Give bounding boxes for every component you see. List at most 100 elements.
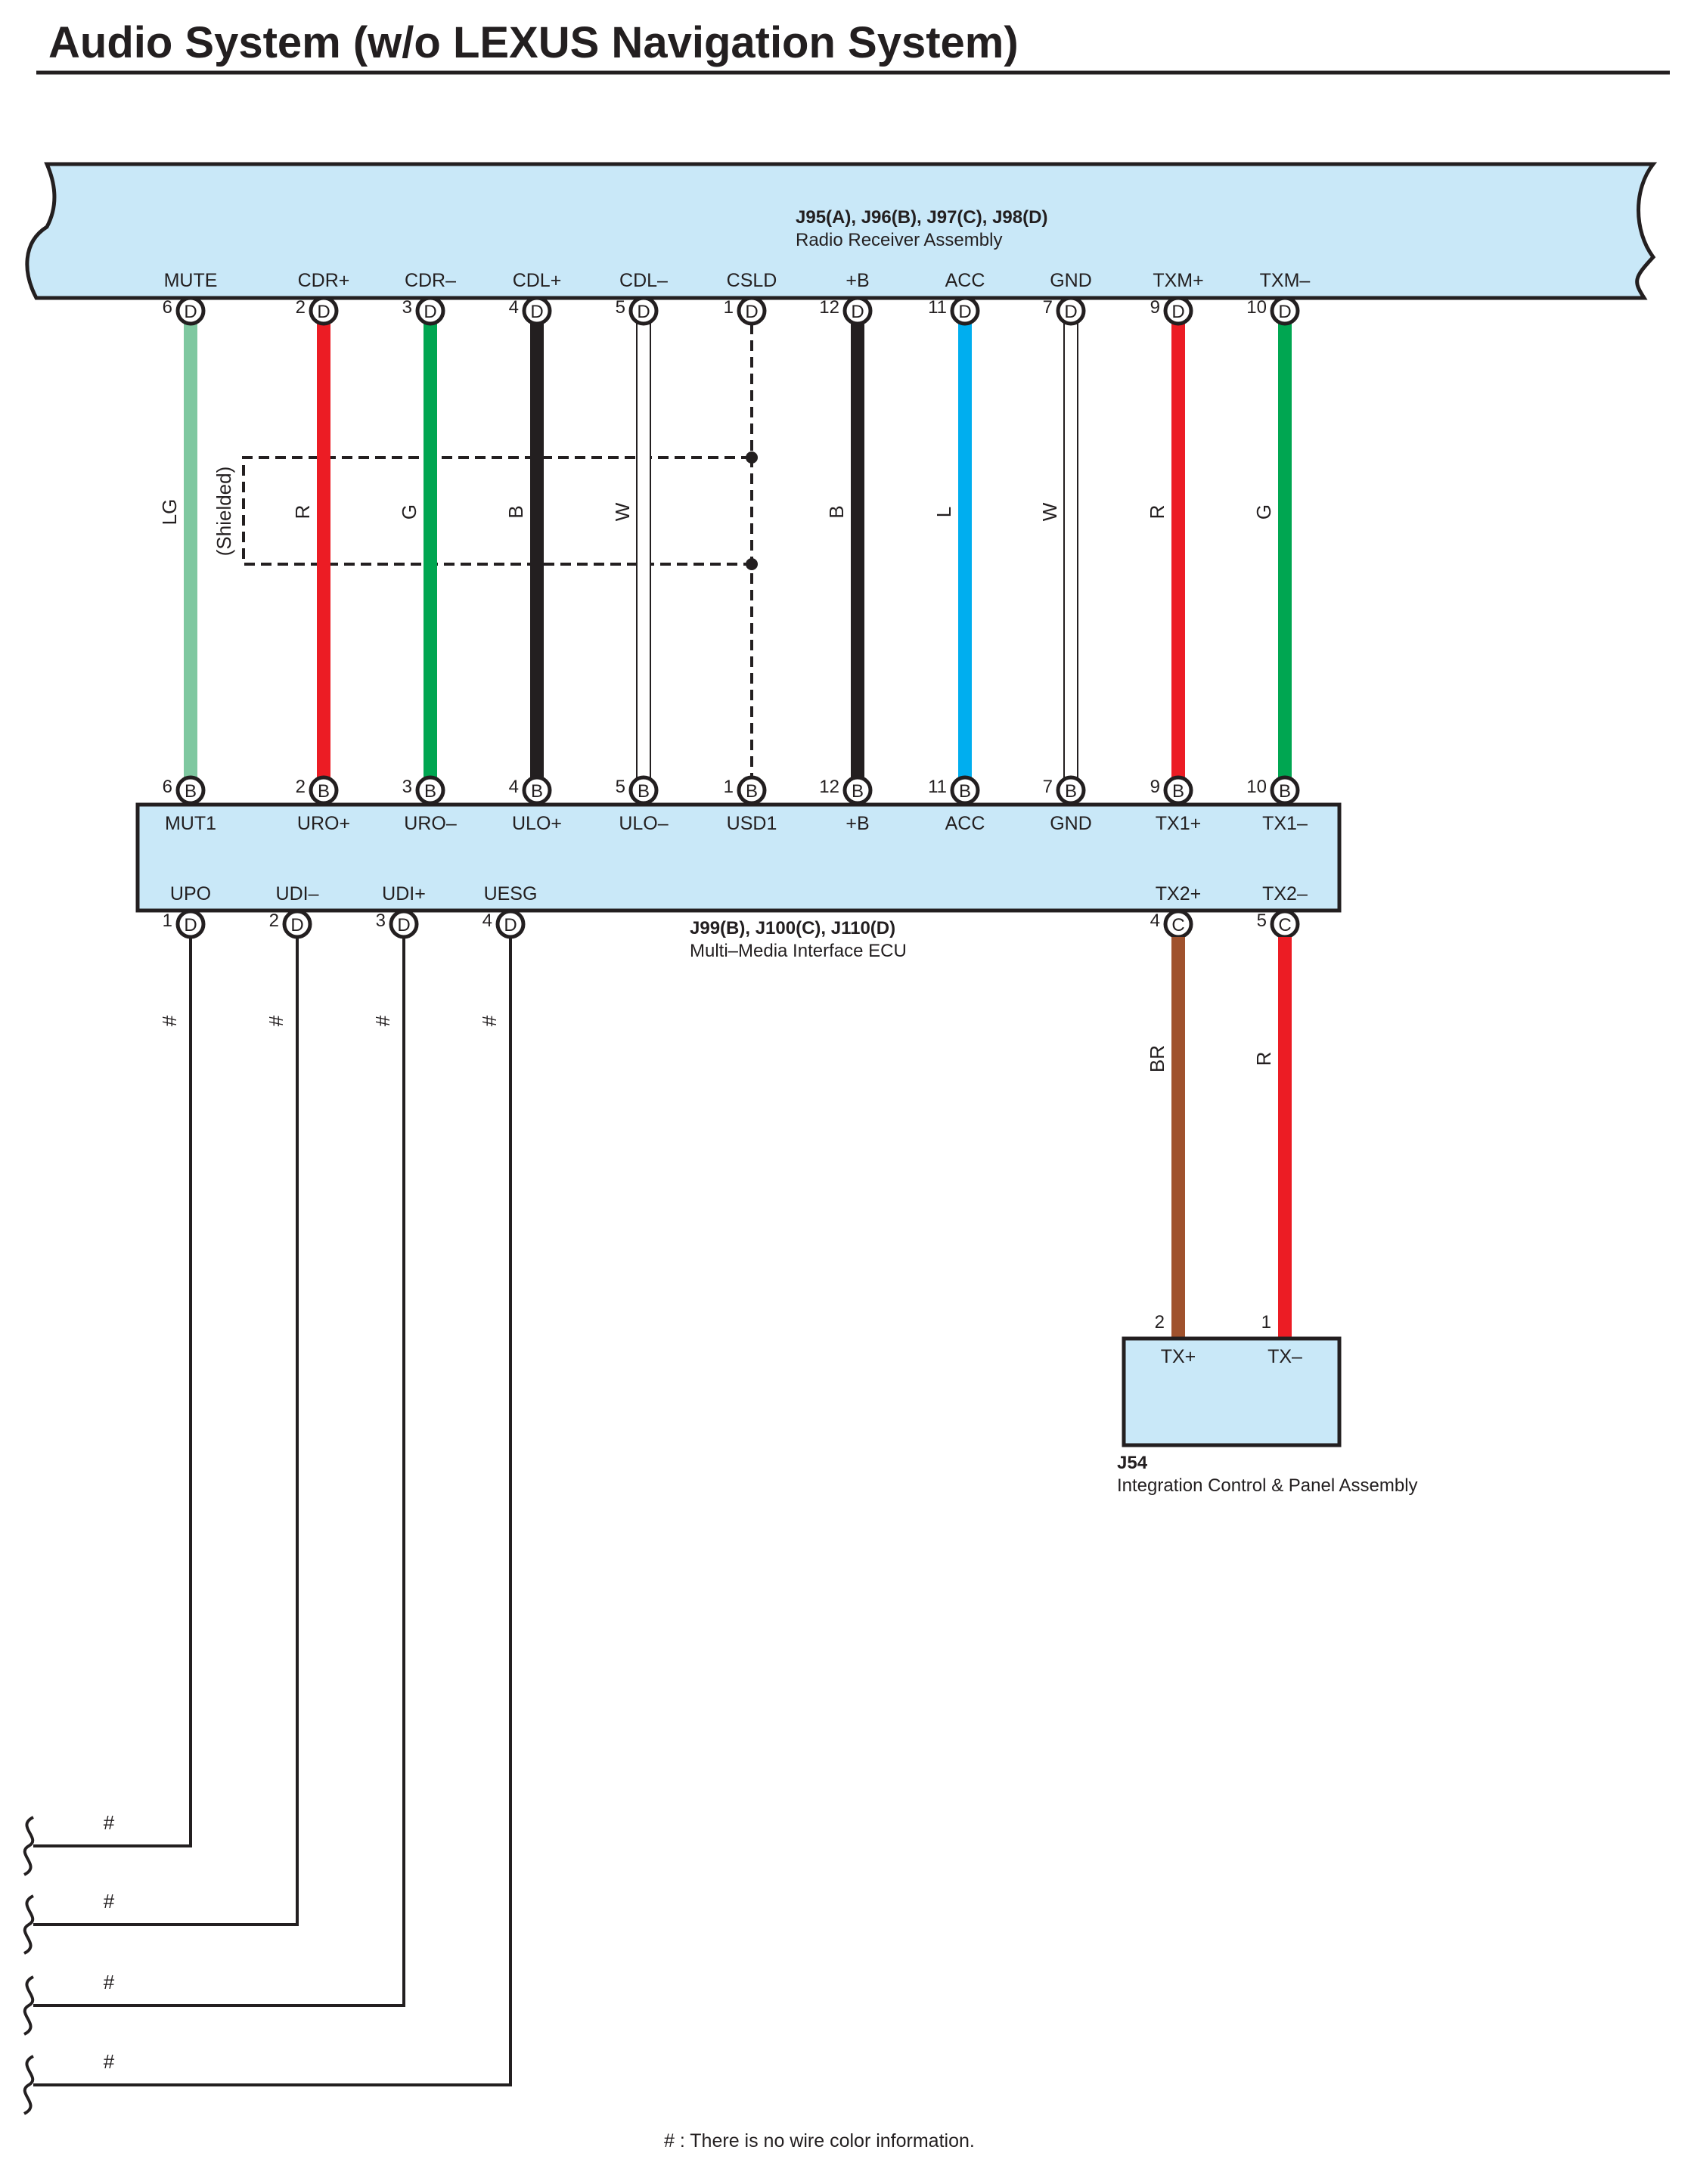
panel-pin-2-number: 1 <box>1261 1312 1271 1332</box>
mmi-pin-udi-plus-connector: D <box>397 915 410 935</box>
radio-pin-csld: D1 <box>724 296 767 326</box>
mmi-pin-uro-plus-circle <box>309 775 339 805</box>
mmi-pin-acc-connector: B <box>959 781 971 802</box>
radio-pin-cdr-plus-number: 2 <box>296 297 306 318</box>
wire-end-2-mark: # <box>104 1890 115 1913</box>
radio-pin-cdr-minus-circle <box>415 296 445 326</box>
mmi-pin-udi-plus-number: 3 <box>376 911 386 931</box>
mmi-pin-tx1-plus-circle <box>1163 775 1193 805</box>
panel-terminal-tx-plus: TX+ <box>1161 1346 1196 1367</box>
wire-lower-1-mark: # <box>158 1015 181 1026</box>
radio-pin-txm-plus-connector: D <box>1171 302 1184 322</box>
mmi-pin-uro-plus-number: 2 <box>296 777 306 797</box>
mmi-pin-tx2-minus-number: 5 <box>1257 911 1267 931</box>
mmi-pin-uro-minus: B3 <box>402 775 445 805</box>
radio-pin-gnd-connector: D <box>1064 302 1077 322</box>
radio-pin-txm-minus-circle <box>1270 296 1300 326</box>
mmi-pin-tx2-plus: C4 <box>1150 909 1193 939</box>
radio-terminal-cdl-plus: CDL+ <box>513 270 562 291</box>
mmi-pin-ulo-plus: B4 <box>509 775 552 805</box>
mmi-pin-uro-minus-connector: B <box>424 781 436 802</box>
mmi-terminal-uro-plus: URO+ <box>297 813 350 834</box>
mmi-pin-tx2-plus-connector: C <box>1171 915 1184 935</box>
mmi-pin-tx1-minus-number: 10 <box>1246 777 1267 797</box>
mmi-pin-usd1: B1 <box>724 775 767 805</box>
radio-pin-cdl-minus-circle <box>628 296 659 326</box>
wire-lower-2-mark: # <box>265 1015 287 1026</box>
wire-lower-4 <box>33 937 512 2086</box>
wire-tx-1-color-label: BR <box>1146 1045 1168 1072</box>
radio-pin-gnd-number: 7 <box>1043 297 1053 318</box>
radio-pin-gnd: D7 <box>1043 296 1086 326</box>
radio-pin-mute-circle <box>175 296 206 326</box>
radio-pin-cdr-minus: D3 <box>402 296 445 326</box>
mmi-pin-tx2-minus-connector: C <box>1278 915 1291 935</box>
radio-pin-cdl-minus: D5 <box>616 296 659 326</box>
mmi-pin-gnd-circle <box>1056 775 1086 805</box>
mmi-ecu-top-pins: B6MUT1B2URO+B3URO–B4ULO+B5ULO–B1USD1B12+… <box>163 775 1308 834</box>
radio-pin-txm-minus: D10 <box>1246 296 1300 326</box>
wire-11-color-label: G <box>1252 504 1275 520</box>
radio-pin-gnd-circle <box>1056 296 1086 326</box>
mmi-pin-udi-plus: D3 <box>376 909 419 939</box>
radio-receiver-pins: MUTED6CDR+D2CDR–D3CDL+D4CDL–D5CSLDD1+BD1… <box>163 270 1310 326</box>
mmi-pin-udi-minus-number: 2 <box>269 911 279 931</box>
shielded-label: (Shielded) <box>213 467 235 557</box>
radio-terminal-gnd: GND <box>1050 270 1092 291</box>
mmi-pin-tx1-minus-connector: B <box>1279 781 1291 802</box>
wire-2-color-label: R <box>291 505 314 520</box>
mmi-pin-uro-plus: B2 <box>296 775 339 805</box>
mmi-pin-gnd: B7 <box>1043 775 1086 805</box>
mmi-terminal-upo: UPO <box>170 883 211 904</box>
mmi-pin-uesg: D4 <box>482 909 526 939</box>
mmi-pin-mut1: B6 <box>163 775 206 805</box>
mmi-pin-tx1-minus: B 10 <box>1246 775 1300 805</box>
radio-terminal--plusb: +B <box>846 270 869 291</box>
mmi-pin--plusb: B12 <box>819 775 873 805</box>
wire-9-white <box>1063 323 1078 778</box>
panel-terminal-tx-minus: TX– <box>1267 1346 1302 1367</box>
mmi-pin-ulo-plus-circle <box>522 775 552 805</box>
radio-pin-acc-number: 11 <box>928 297 947 318</box>
footnote: # : There is no wire color information. <box>664 2130 975 2151</box>
mmi-terminal-mut1: MUT1 <box>165 813 216 834</box>
mmi-pin-acc: B11 <box>928 775 980 805</box>
wire-end-3-mark: # <box>104 1971 115 1993</box>
mmi-pin-ulo-minus-connector: B <box>638 781 650 802</box>
radio-terminal-cdr-minus: CDR– <box>405 270 456 291</box>
radio-terminal-txm-plus: TXM+ <box>1153 270 1203 291</box>
radio-pin-cdl-plus-connector: D <box>530 302 543 322</box>
mmi-pin-mut1-circle <box>175 775 206 805</box>
mmi-pin--plusb-circle <box>842 775 873 805</box>
mmi-pin-ulo-minus-circle <box>628 775 659 805</box>
mmi-pin-tx2-minus: C5 <box>1257 909 1300 939</box>
mmi-pin-tx2-plus-number: 4 <box>1150 911 1160 931</box>
radio-pin-cdl-plus: D4 <box>509 296 552 326</box>
mmi-terminal-udi-plus: UDI+ <box>382 883 426 904</box>
mmi-pin-uro-minus-circle <box>415 775 445 805</box>
mmi-terminal--plusb: +B <box>846 813 869 834</box>
wire-8-color-label: L <box>932 507 955 517</box>
mmi-pin-tx1-plus-connector: B <box>1172 781 1184 802</box>
mmi-pin--plusb-connector: B <box>852 781 864 802</box>
break-mark-2 <box>23 1894 35 1955</box>
mmi-pin-uesg-connector: D <box>504 915 517 935</box>
mmi-terminal-acc: ACC <box>945 813 985 834</box>
lower-left-wires: ######## <box>23 937 512 2115</box>
wire-9-color-label: W <box>1038 502 1061 521</box>
mmi-pin-tx1-plus: B9 <box>1150 775 1193 805</box>
mmi-terminal-tx1-minus: TX1– <box>1262 813 1308 834</box>
radio-terminal-mute: MUTE <box>164 270 218 291</box>
radio-pin-cdr-plus: D2 <box>296 296 339 326</box>
radio-pin-acc: D11 <box>928 296 980 326</box>
mmi-pin-upo-number: 1 <box>163 911 172 931</box>
radio-pin-txm-plus: D9 <box>1150 296 1193 326</box>
mmi-terminal-udi-minus: UDI– <box>276 883 319 904</box>
wire-10-color-label: R <box>1146 505 1168 520</box>
mmi-terminal-tx2-minus: TX2– <box>1262 883 1308 904</box>
radio-pin-cdr-plus-connector: D <box>317 302 330 322</box>
mmi-pin-mut1-number: 6 <box>163 777 172 797</box>
wire-5-white <box>636 323 651 778</box>
